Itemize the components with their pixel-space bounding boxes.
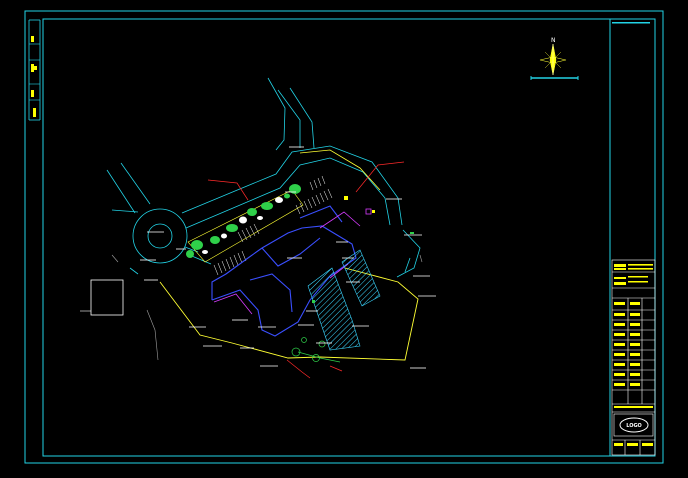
site-boundary-north	[299, 149, 381, 191]
strip-tag	[31, 64, 34, 72]
site-markers	[312, 196, 414, 303]
hatched-plaza	[307, 267, 361, 351]
landscape-planting	[186, 184, 304, 263]
parking-stalls	[213, 175, 333, 276]
adjacent-building	[90, 279, 124, 316]
north-arrow-icon: N	[530, 37, 579, 80]
inner-frame	[42, 18, 656, 457]
entry-planting	[291, 337, 341, 363]
hatched-ramp	[341, 249, 381, 307]
site-boundary	[159, 267, 419, 361]
title-block	[611, 259, 656, 456]
red-leaders	[207, 161, 405, 379]
retaining-walls	[111, 254, 423, 361]
title-block-fills	[614, 264, 653, 446]
strip-tag	[31, 36, 34, 42]
logo-text: LOGO	[626, 423, 642, 429]
title-block-logo: LOGO	[613, 413, 654, 437]
title-block-top-marker	[612, 22, 650, 24]
callout-labels	[140, 146, 436, 369]
strip-tag	[34, 66, 37, 70]
north-letter: N	[551, 37, 556, 44]
strip-tag	[31, 90, 34, 97]
binding-strip	[28, 19, 41, 121]
strip-tag	[33, 108, 36, 117]
outer-frame	[24, 10, 664, 464]
